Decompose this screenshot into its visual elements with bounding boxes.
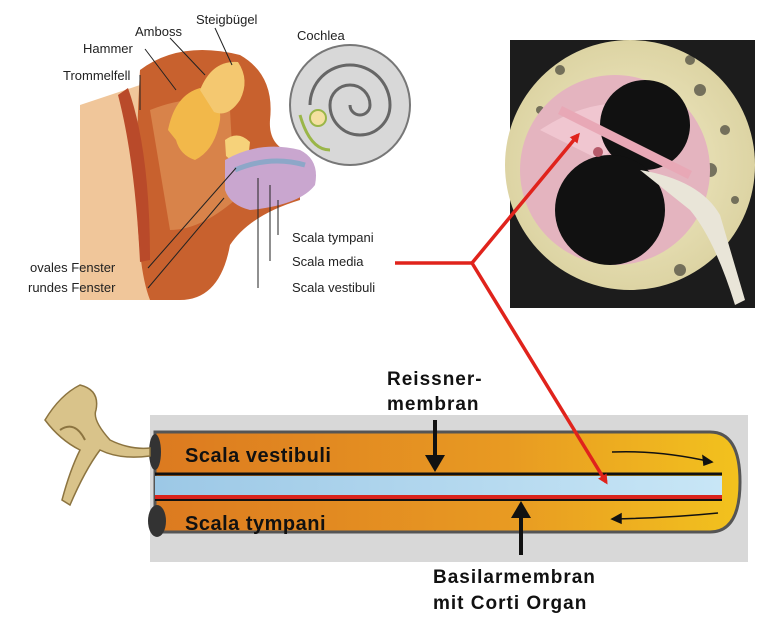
cochlea-cross-section-image <box>505 40 755 308</box>
anvil-bone <box>200 61 245 114</box>
oval-window <box>149 434 161 470</box>
red-connector-arrows <box>395 132 608 485</box>
scala-media-duct <box>155 476 722 495</box>
label-steigbuegel: Steigbügel <box>196 12 258 27</box>
label-basilar-line1: Basilarmembran <box>433 567 596 588</box>
label-scala-media: Scala media <box>292 254 364 269</box>
round-window <box>148 505 166 537</box>
uncoiled-cochlea-schematic <box>44 384 748 562</box>
label-scala-vestibuli: Scala vestibuli <box>185 445 331 467</box>
red-arrow-to-cross-section <box>470 132 580 265</box>
cochlea-spiral <box>289 44 411 166</box>
ear-anatomy-illustration <box>80 27 411 300</box>
label-hammer: Hammer <box>83 41 134 56</box>
inner-ear-membrane <box>234 158 306 173</box>
label-reissner-line1: Reissner- <box>387 369 483 390</box>
label-scala-tympani-top: Scala tympani <box>292 230 374 245</box>
label-cochlea: Cochlea <box>297 28 345 43</box>
stapes-illustration <box>44 384 151 507</box>
label-basilar-line2: mit Corti Organ <box>433 593 587 614</box>
label-reissner-line2: membran <box>387 394 480 415</box>
membrane-pointer-arrows <box>425 420 531 555</box>
label-scala-tympani: Scala tympani <box>185 513 326 535</box>
label-leader-lines <box>139 27 279 289</box>
label-rundes-fenster: rundes Fenster <box>28 280 116 295</box>
label-trommelfell: Trommelfell <box>63 68 131 83</box>
label-ovales-fenster: ovales Fenster <box>30 260 116 275</box>
hammer-bone <box>168 88 221 160</box>
fluid-flow-arrows <box>610 450 719 525</box>
label-amboss: Amboss <box>135 24 182 39</box>
red-arrow-to-schematic <box>470 262 608 485</box>
eardrum <box>118 88 150 262</box>
label-scala-vestibuli-top: Scala vestibuli <box>292 280 375 295</box>
